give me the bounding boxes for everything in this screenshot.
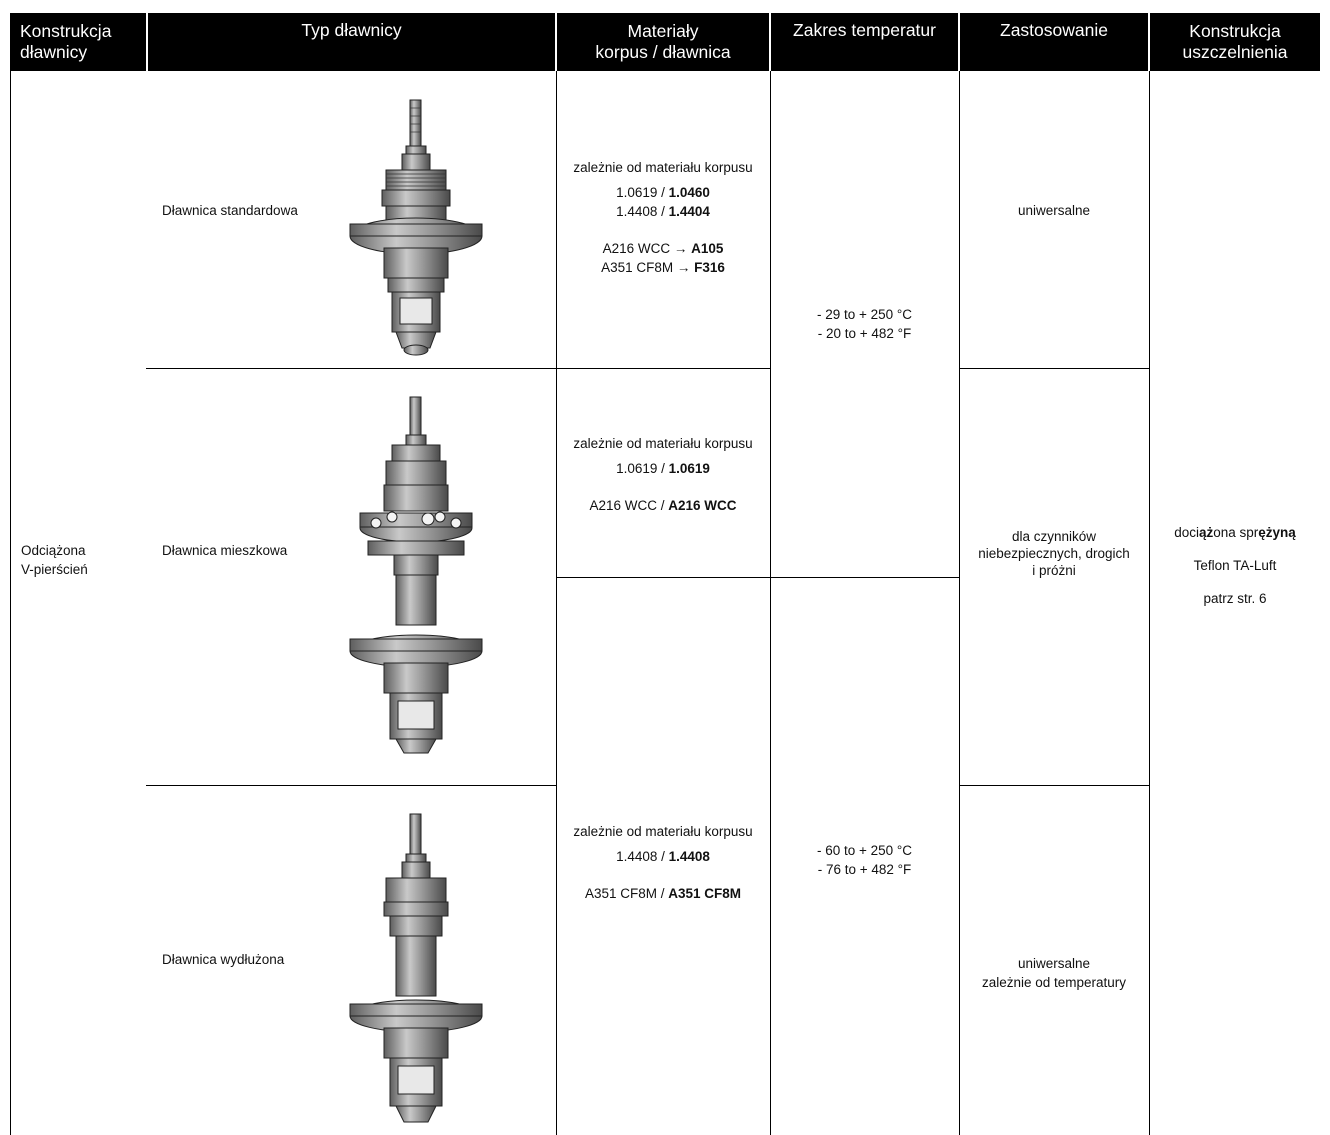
type-extended-label: Dławnica wydłużona: [162, 952, 285, 967]
materials-extended: zależnie od materiału korpusu 1.4408 / 1…: [573, 824, 753, 901]
row-divider-materials: [556, 577, 959, 578]
header-application: Zastosowanie: [960, 13, 1148, 71]
gland-extended-drawing: [349, 813, 483, 1123]
header-temperature: Zakres temperatur: [771, 13, 958, 71]
seal-construction: dociążona sprężyną Teflon TA-Luft patrz …: [1174, 525, 1296, 606]
row-divider-1: [146, 368, 770, 369]
gland-standard-drawing: [349, 99, 483, 356]
type-bellows-label: Dławnica mieszkowa: [162, 543, 288, 558]
row-divider-2b: [959, 785, 1149, 786]
header-type: Typ dławnicy: [148, 13, 555, 71]
application-1: uniwersalne: [1017, 203, 1091, 218]
materials-bellows: zależnie od materiału korpusu 1.0619 / 1…: [573, 436, 753, 513]
materials-standard: zależnie od materiału korpusu 1.0619 / 1…: [573, 160, 753, 275]
temperature-range-1: - 29 to + 250 °C - 20 to + 482 °F: [816, 307, 913, 341]
row-divider-2: [146, 785, 556, 786]
design-label: Odciążona V-pierścień: [21, 543, 88, 577]
temperature-range-2: - 60 to + 250 °C - 76 to + 482 °F: [816, 843, 913, 877]
application-2: dla czynników niebezpiecznych, drogich i…: [978, 529, 1130, 578]
border-left: [10, 71, 11, 1135]
type-standard-label: Dławnica standardowa: [162, 203, 298, 218]
application-3: uniwersalne zależnie od temperatury: [981, 956, 1127, 990]
divider-materials: [556, 71, 557, 1135]
row-divider-1b: [959, 368, 1149, 369]
gland-bellows-drawing: [349, 396, 483, 754]
divider-seal: [1149, 71, 1150, 1135]
divider-temperature: [770, 71, 771, 1135]
divider-application: [959, 71, 960, 1135]
